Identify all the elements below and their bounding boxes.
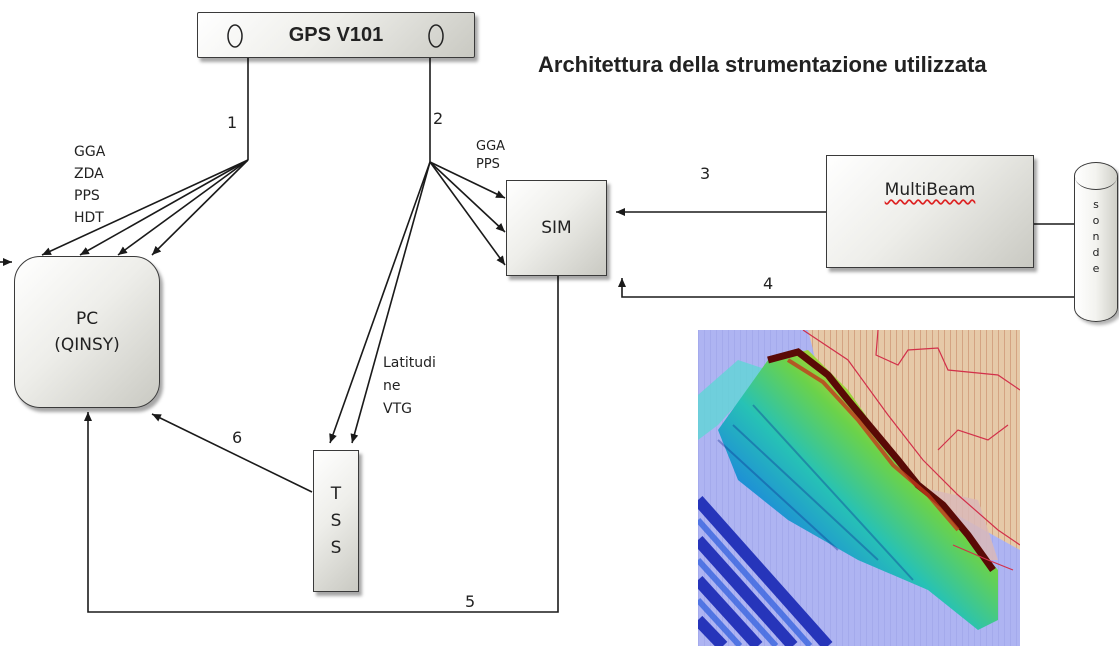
tss-box: T S S bbox=[313, 450, 359, 592]
link-4 bbox=[618, 278, 1074, 298]
link-2-label: 2 bbox=[433, 109, 444, 128]
sim-box: SIM bbox=[506, 180, 607, 276]
sonde-cylinder: s o n d e bbox=[1074, 162, 1118, 322]
link-5 bbox=[84, 276, 559, 613]
pc-label: PC bbox=[75, 309, 99, 329]
multibeam-box: MultiBeam bbox=[826, 155, 1034, 268]
sim-messages-label: GGA PPS bbox=[476, 139, 506, 172]
sonde-cylinder-top bbox=[1075, 163, 1117, 190]
multibeam-label: MultiBeam bbox=[884, 180, 976, 200]
bathymetry-render bbox=[698, 330, 1020, 646]
bathymetry-map-image bbox=[698, 330, 1020, 646]
link-4-label: 4 bbox=[763, 274, 774, 293]
tss-label: T S S bbox=[330, 483, 342, 558]
pc-qinsy-box: PC (QINSY) bbox=[14, 256, 160, 408]
link-6-label: 6 bbox=[232, 428, 243, 447]
link-6 bbox=[151, 413, 313, 493]
pc-messages-label: GGA ZDA PPS HDT bbox=[74, 144, 106, 226]
gps-receiver-box: GPS V101 bbox=[197, 12, 475, 58]
sonde-label: s o n d e bbox=[1092, 198, 1100, 275]
pc-software-label: (QINSY) bbox=[54, 335, 120, 355]
gps-antenna-icons bbox=[227, 24, 444, 48]
link-3-label: 3 bbox=[700, 164, 711, 183]
tss-messages-label: Latitudi ne VTG bbox=[383, 355, 436, 417]
link-1-label: 1 bbox=[227, 113, 238, 132]
diagram-title: Architettura della strumentazione utiliz… bbox=[538, 52, 987, 77]
sim-label: SIM bbox=[541, 218, 572, 238]
link-5-label: 5 bbox=[465, 592, 476, 611]
gps-label: GPS V101 bbox=[288, 23, 384, 46]
